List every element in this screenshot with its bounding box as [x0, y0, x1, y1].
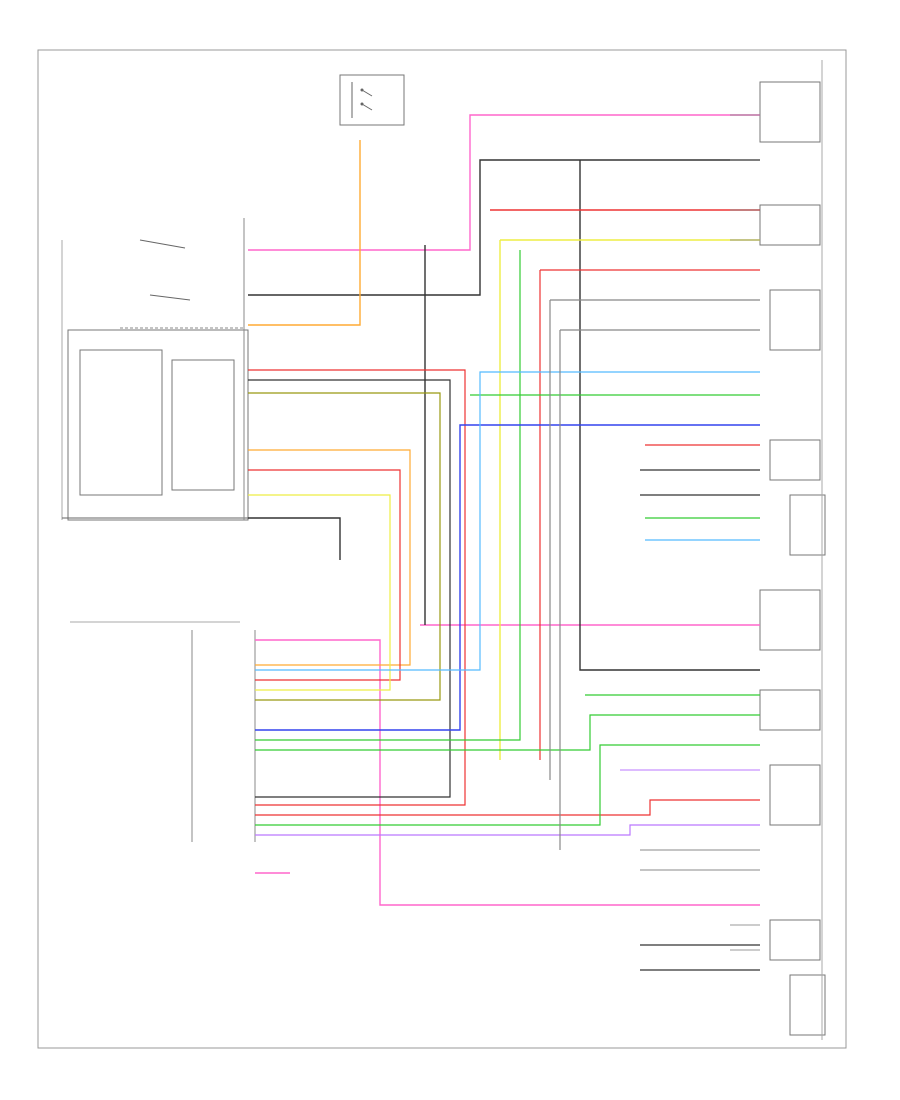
- wire-gray-1: [549, 299, 760, 780]
- wire-green-3: [255, 744, 760, 826]
- wire-orange-2: [248, 449, 411, 666]
- wire-dark-5: [248, 379, 451, 798]
- wire-yellow-2: [248, 494, 391, 691]
- wire-lightblue-1: [255, 371, 760, 671]
- wire-dark-1: [248, 159, 760, 296]
- wire-pink-bottom: [255, 639, 760, 906]
- wire-pink-top: [248, 114, 760, 251]
- left-control-module: [61, 218, 249, 521]
- wire-green-1: [255, 250, 521, 741]
- right-stubs: [730, 114, 760, 951]
- wire-green-2: [255, 714, 760, 751]
- wire-red-4: [539, 269, 760, 760]
- wire-dark-4: [248, 517, 341, 560]
- diagram-frame: [37, 49, 847, 1049]
- connector-pin-list: [70, 621, 256, 842]
- right-components: [759, 60, 826, 1040]
- wire-violet-1: [255, 824, 760, 836]
- wire-olive-1: [248, 392, 441, 701]
- wire-gray-2: [559, 329, 760, 850]
- wire-red-5: [255, 799, 760, 816]
- top-switch-component: [339, 74, 405, 126]
- wire-blue-1: [255, 424, 760, 731]
- wire-gray-3: [640, 849, 760, 871]
- wire-red-3: [248, 469, 401, 681]
- wire-orange-vertical: [248, 140, 361, 326]
- wire-yellow-1: [499, 239, 760, 760]
- wire-red-2: [248, 369, 466, 806]
- wire-dark-3: [579, 160, 760, 671]
